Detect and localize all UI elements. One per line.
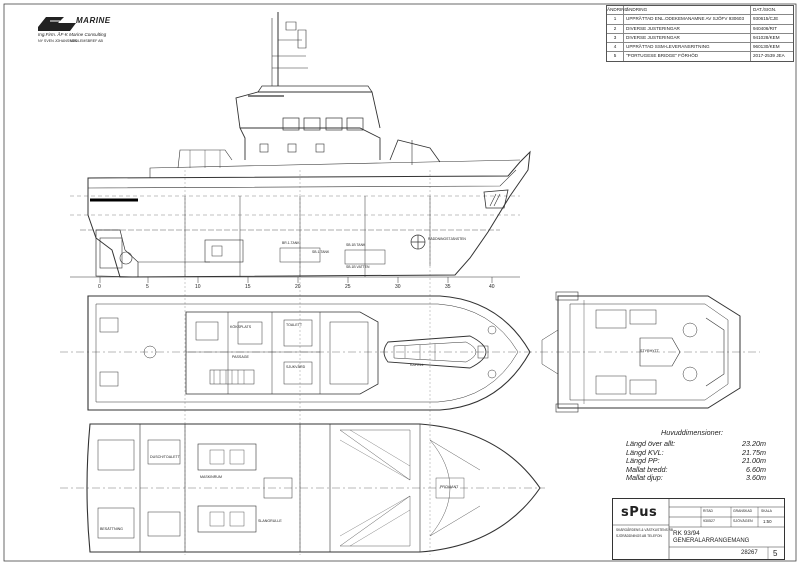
company-logo-icon <box>38 17 76 31</box>
dimension-row: Längd över allt: 23.20m <box>618 439 766 448</box>
revision-col-no: ÄNDRING <box>607 6 628 15</box>
revision-date: 2017-2539 JEA <box>753 53 785 59</box>
sheet-border <box>3 3 797 562</box>
frame-label: 30 <box>395 284 401 290</box>
room-label: TOALETT <box>286 323 303 327</box>
emblem-label: RÄDDNINGSTJÄNSTEN <box>428 237 466 241</box>
dimension-value: 3.60m <box>746 473 766 483</box>
checked-value: SJÖVÄGEN <box>733 519 753 523</box>
company-name: Ing.Firm. ÅF-K Marine Consulting <box>38 32 107 37</box>
revision-text: UPPRÄTTAD ENL.ODEKEMANAMNE AV SJÖFV 9306… <box>624 15 751 24</box>
dimension-row: Längd PP: 21.00m <box>618 456 766 465</box>
frame-label: 40 <box>489 284 495 290</box>
dimension-value: 21.00m <box>742 456 766 466</box>
revision-col-date: DAT./SIGN. <box>753 7 777 12</box>
revision-no: 4 <box>607 43 624 52</box>
tank-label: BR.1-TANK <box>282 241 300 245</box>
room-label: BESÄTTNING <box>100 527 123 531</box>
dimension-value: 21.75m <box>742 447 766 457</box>
title-block-company-2: SJÖRÄDDNINGS AB TELEFON <box>616 534 662 538</box>
logo-text: MARINE <box>76 16 111 25</box>
frame-label: 0 <box>98 284 101 290</box>
project-number: RK 93/94 <box>673 530 700 537</box>
sheet-number: 5 <box>773 549 778 558</box>
dimension-label: Längd PP: <box>626 456 660 466</box>
frame-grid <box>184 170 431 555</box>
room-label: PROVIANT <box>440 485 459 489</box>
revision-col-text: ÄNDRING <box>624 6 751 15</box>
dimension-label: Mallat djup: <box>626 473 663 483</box>
lower-deck-plan <box>60 423 545 553</box>
table-row: 2 DIVERSE JUSTERINGAR 940406/RIT <box>607 23 793 33</box>
dimension-value: 23.20m <box>742 439 766 448</box>
revision-date: 940406/RIT <box>753 25 778 31</box>
drawn-value: 930527 <box>703 519 715 523</box>
main-dimensions: Huvuddimensioner: Längd över allt: 23.20… <box>618 428 766 482</box>
scale-value: 1:50 <box>763 519 772 524</box>
revision-text: DIVERSE JUSTERINGAR <box>624 33 751 43</box>
room-label: SLANGRULLE <box>258 519 282 523</box>
frame-label: 35 <box>445 284 451 290</box>
table-row: 4 UPPRÄTTAD SSM-LEVERANSRITNING 960130/K… <box>607 42 793 52</box>
revision-no: 3 <box>607 33 624 43</box>
revision-date: 960130/KEM <box>753 44 780 50</box>
revision-table: ÄNDRING ÄNDRING DAT./SIGN. 1 UPPRÄTTAD E… <box>606 5 794 62</box>
company-line-3: MEDLEMSBREF AB <box>70 39 103 43</box>
dimension-row: Mallat bredd: 6.60m <box>618 465 766 474</box>
dimension-label: Mallat bredd: <box>626 464 668 474</box>
tank-label: SB.1B TANK <box>346 243 366 247</box>
room-label: PASSAGE <box>232 355 249 359</box>
frame-label: 10 <box>195 284 201 290</box>
revision-date: 941028/KEM <box>753 34 780 40</box>
room-label: MASKINRUM <box>200 475 222 479</box>
frame-label: 5 <box>146 284 149 290</box>
room-label: STYRHYTT <box>640 349 659 353</box>
revision-text: DIVERSE JUSTERINGAR <box>624 24 751 33</box>
title-block-grid <box>613 499 784 559</box>
revision-no: 2 <box>607 24 624 33</box>
frame-label: 15 <box>245 284 251 290</box>
scale-label: SKALA <box>761 509 772 513</box>
dimension-label: Längd KVL: <box>626 447 664 457</box>
checked-label: GRANSKAD <box>733 509 753 513</box>
room-label: SJUKVÅRD <box>286 365 306 369</box>
company-line-2: NY SVEN JOHANSSON <box>38 39 78 43</box>
main-deck-plan <box>60 295 540 411</box>
drawing-title: GENERALARRANGEMANG <box>673 538 750 544</box>
frame-label: 20 <box>295 284 301 290</box>
dimension-row: Längd KVL: 21.75m <box>618 448 766 457</box>
dimension-label: Längd över allt: <box>626 439 676 448</box>
table-row: 1 UPPRÄTTAD ENL.ODEKEMANAMNE AV SJÖFV 93… <box>607 14 793 24</box>
table-row: 3 DIVERSE JUSTERINGAR 941028/KEM <box>607 32 793 43</box>
revision-no: 1 <box>607 15 624 24</box>
revision-text: UPPRÄTTAD SSM-LEVERANSRITNING <box>624 43 751 52</box>
drawing-number: 28267 <box>741 550 758 556</box>
dimension-row: Mallat djup: 3.60m <box>618 473 766 482</box>
tank-label: SB.1-TANK <box>312 250 330 254</box>
room-label: DUSCH/TOALETT <box>150 455 180 459</box>
dimensions-heading: Huvuddimensioner: <box>661 428 723 437</box>
title-block: sPus SKÄRGÅRDENS & VÄSTKUSTENS RB SJÖRÄD… <box>612 498 785 560</box>
tank-label: SB.1B VATTEN <box>346 265 370 269</box>
revision-date: 930615/CJE <box>753 16 779 22</box>
dimension-value: 6.60m <box>746 464 766 474</box>
profile-view <box>70 12 531 283</box>
title-block-company: SKÄRGÅRDENS & VÄSTKUSTENS RB <box>616 528 674 532</box>
room-label: KÖKSPLATS <box>230 325 252 329</box>
bridge-deck-plan <box>540 291 760 413</box>
revision-text: "PORTUGESE BRIDGE" FÖRHÖD <box>624 52 751 61</box>
frame-label: 25 <box>345 284 351 290</box>
title-block-logo: sPus <box>621 505 658 520</box>
table-row: 5 "PORTUGESE BRIDGE" FÖRHÖD 2017-2539 JE… <box>607 51 793 61</box>
drawn-label: RITAD <box>703 509 713 513</box>
revision-header-row: ÄNDRING ÄNDRING DAT./SIGN. <box>607 6 793 15</box>
revision-no: 5 <box>607 52 624 61</box>
room-label: KAPELL <box>410 363 424 367</box>
